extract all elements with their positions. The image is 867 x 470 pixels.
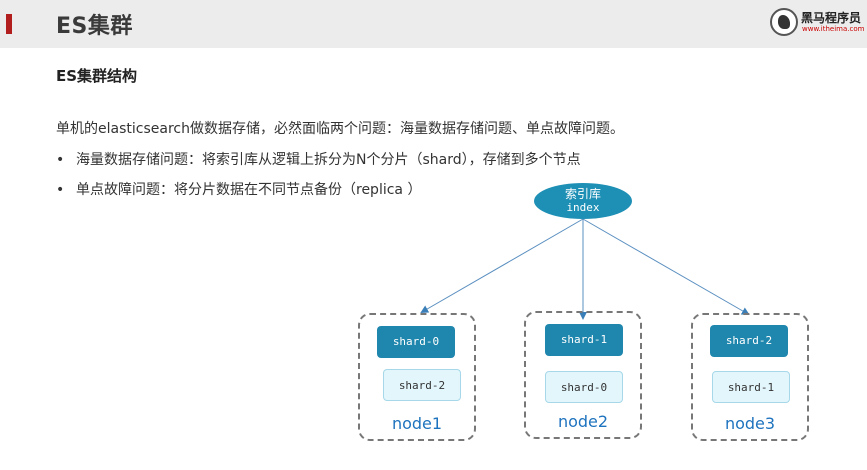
replica-shard: shard-0 <box>545 371 623 403</box>
arrow-to-node3 <box>582 218 750 315</box>
logo-url: www.itheima.com <box>802 25 865 33</box>
bullet-text: 单点故障问题：将分片数据在不同节点备份（replica ） <box>76 182 422 198</box>
node-label: node1 <box>391 414 443 433</box>
index-node: 索引库 index <box>534 183 632 219</box>
replica-shard: shard-1 <box>712 371 790 403</box>
primary-shard: shard-0 <box>377 326 455 358</box>
brand-logo: 黑马程序员 www.itheima.com <box>770 6 865 38</box>
bullet-item: • 海量数据存储问题：将索引库从逻辑上拆分为N个分片（shard），存储到多个节点 <box>56 149 581 169</box>
node-box-node1 <box>358 313 476 441</box>
index-label-cn: 索引库 <box>564 187 601 201</box>
arrow-to-node1 <box>420 218 584 314</box>
slide-header: ES集群 黑马程序员 www.itheima.com <box>0 0 867 48</box>
node-box-node2 <box>524 311 642 439</box>
logo-name: 黑马程序员 <box>801 11 862 25</box>
bullet-marker: • <box>56 152 65 168</box>
header-accent-bar <box>6 14 12 34</box>
page-title: ES集群 <box>56 14 133 39</box>
node-label: node3 <box>724 414 776 433</box>
replica-shard: shard-2 <box>383 369 461 401</box>
intro-text: 单机的elasticsearch做数据存储，必然面临两个问题：海量数据存储问题、… <box>56 121 624 137</box>
section-subtitle: ES集群结构 <box>56 67 138 85</box>
bullet-text: 海量数据存储问题：将索引库从逻辑上拆分为N个分片（shard），存储到多个节点 <box>76 152 581 168</box>
index-label-en: index <box>566 201 600 214</box>
bullet-item: • 单点故障问题：将分片数据在不同节点备份（replica ） <box>56 179 421 199</box>
primary-shard: shard-2 <box>710 325 788 357</box>
node-label: node2 <box>557 412 609 431</box>
primary-shard: shard-1 <box>545 324 623 356</box>
node-box-node3 <box>691 313 809 441</box>
horse-logo-icon <box>770 8 798 36</box>
bullet-marker: • <box>56 182 65 198</box>
